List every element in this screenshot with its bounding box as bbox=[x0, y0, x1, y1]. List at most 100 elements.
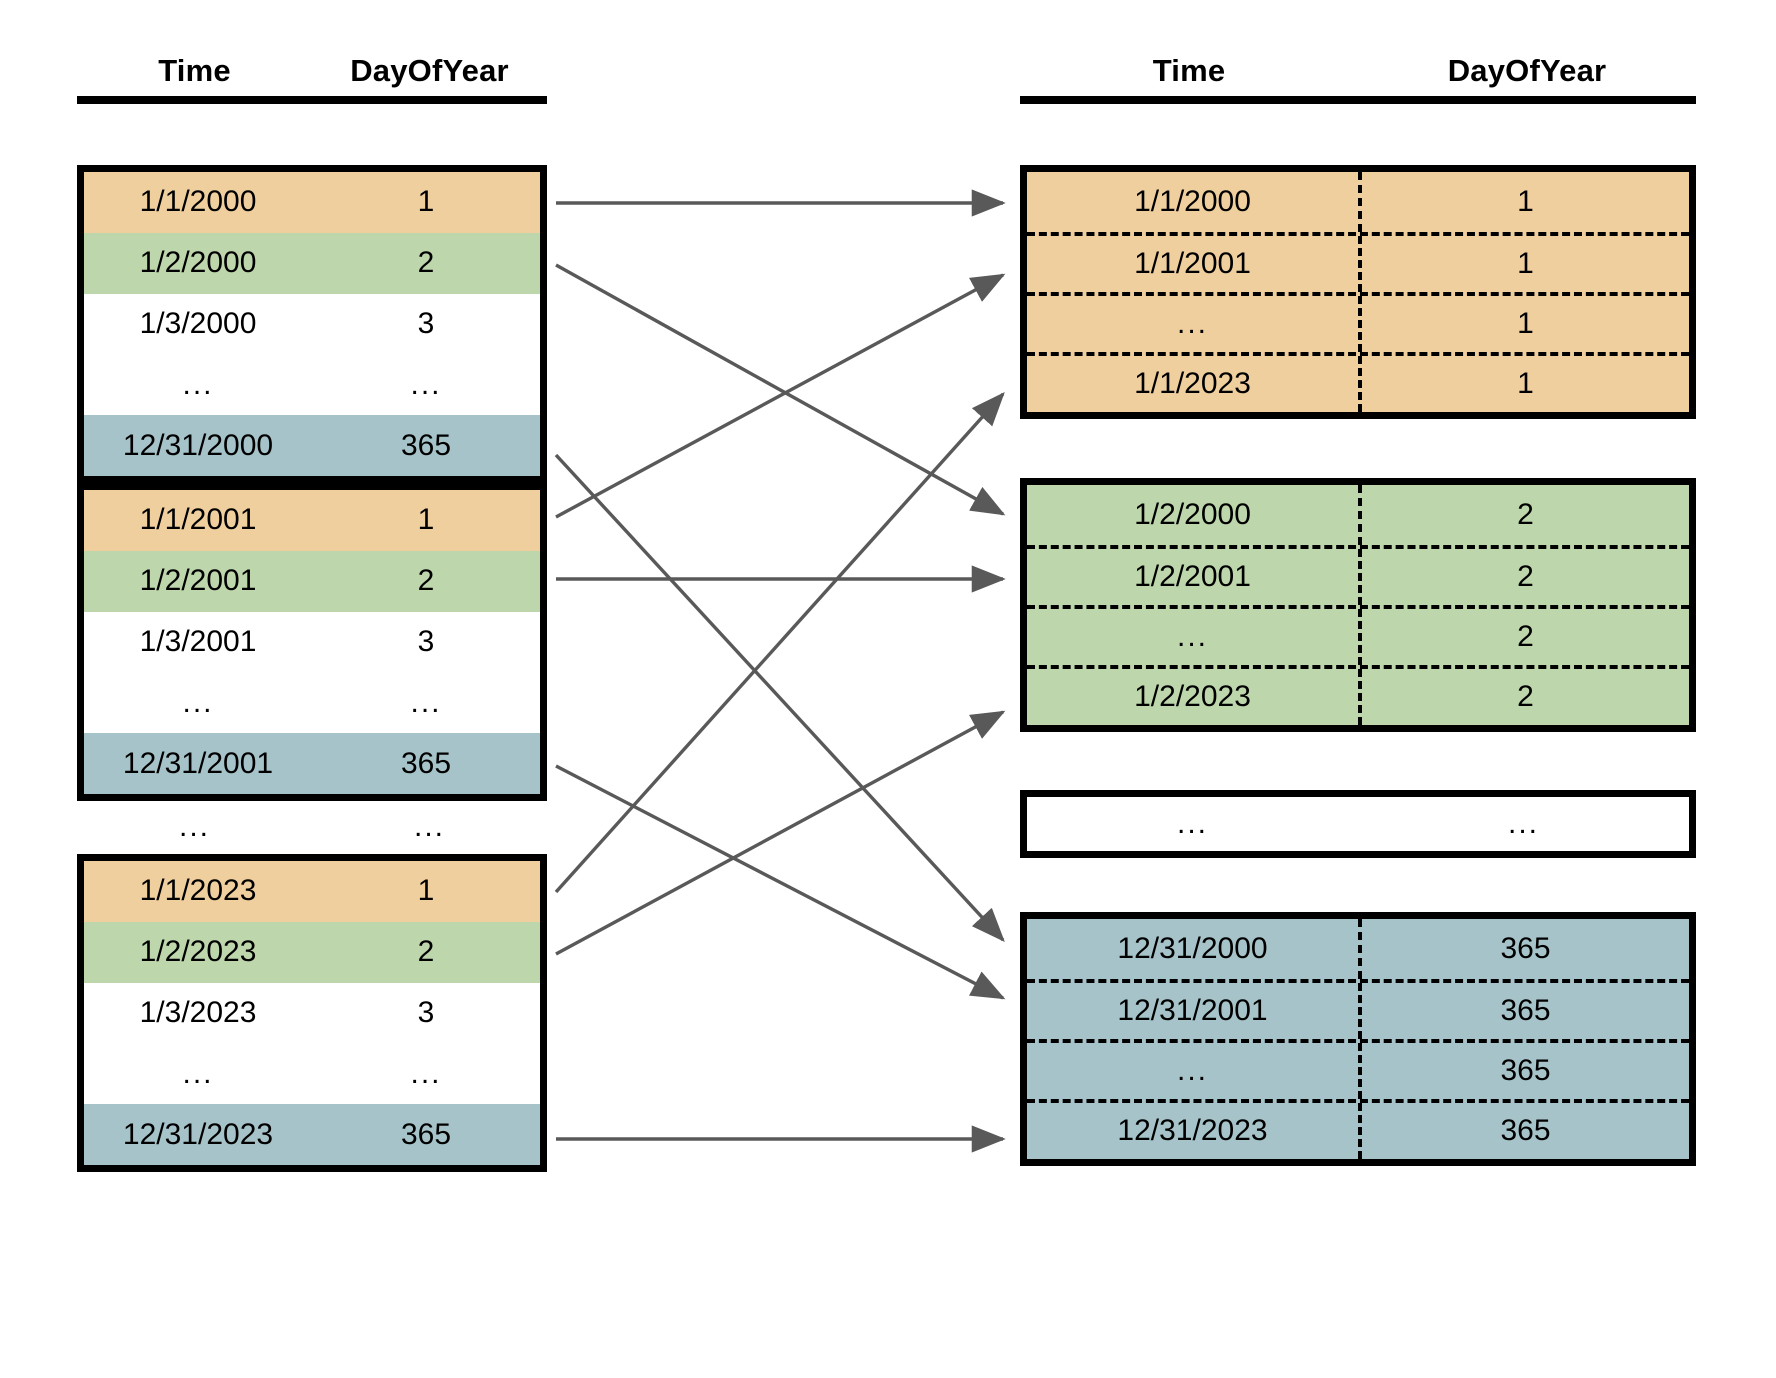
cell-dayofyear: 1 bbox=[1358, 236, 1689, 292]
table-row: 1/3/2000 3 bbox=[84, 293, 540, 355]
right-column-header: Time DayOfYear bbox=[1020, 48, 1696, 108]
table-row: 12/31/2001 365 bbox=[84, 733, 540, 794]
table-row: 1/1/2000 1 bbox=[84, 172, 540, 233]
cell-dayofyear: ... bbox=[410, 367, 442, 401]
cell-dayofyear: ... bbox=[410, 685, 442, 719]
arrow-2001-day1 bbox=[555, 273, 1006, 519]
cell-dayofyear: 2 bbox=[1358, 609, 1689, 665]
arrow-2000-day365 bbox=[554, 453, 1005, 943]
cell-dayofyear: 1 bbox=[1358, 172, 1689, 232]
cell-time: ... bbox=[182, 685, 214, 719]
right-header-underline bbox=[1020, 96, 1696, 104]
table-row: 1/1/2023 1 bbox=[1027, 352, 1689, 412]
cell-dayofyear: 2 bbox=[1358, 549, 1689, 605]
cell-dayofyear: 365 bbox=[1358, 919, 1689, 979]
cell-time: 1/2/2001 bbox=[139, 564, 257, 598]
table-row: 12/31/2001 365 bbox=[1027, 979, 1689, 1039]
table-row: 1/1/2001 1 bbox=[84, 490, 540, 551]
source-tables-ellipsis-row: ... ... bbox=[77, 812, 547, 852]
cell-time: 1/2/2000 bbox=[139, 246, 257, 280]
left-header-underline bbox=[77, 96, 547, 104]
table-row: 12/31/2023 365 bbox=[1027, 1099, 1689, 1159]
cell-time: 12/31/2000 bbox=[1117, 932, 1268, 965]
cell-dayofyear: ... bbox=[1507, 807, 1539, 840]
cell-dayofyear: 2 bbox=[417, 246, 435, 280]
cell-dayofyear: 365 bbox=[1358, 1043, 1689, 1099]
table-row: 1/1/2001 1 bbox=[1027, 232, 1689, 292]
result-table-dayofyear-2[interactable]: 1/2/2000 2 1/2/2001 2... 2 1/2/2023 2 bbox=[1020, 478, 1696, 732]
table-row: ... 365 bbox=[1027, 1039, 1689, 1099]
cell-time: ... bbox=[1176, 620, 1208, 653]
left-header-labels: Time DayOfYear bbox=[77, 48, 547, 96]
cell-dayofyear: 1 bbox=[417, 185, 435, 219]
table-row: ... 2 bbox=[1027, 605, 1689, 665]
cell-time: 1/3/2023 bbox=[139, 995, 257, 1029]
cell-time: 12/31/2001 bbox=[1117, 994, 1268, 1027]
cell-dayofyear: 3 bbox=[417, 995, 435, 1029]
table-row: ... 1 bbox=[1027, 292, 1689, 352]
table-row: 1/2/2001 2 bbox=[84, 550, 540, 612]
table-row: ...... bbox=[1027, 797, 1689, 851]
cell-dayofyear: 365 bbox=[1358, 983, 1689, 1039]
cell-time: ... bbox=[1176, 307, 1208, 340]
cell-dayofyear: 365 bbox=[400, 746, 452, 780]
cell-dayofyear: 2 bbox=[1358, 485, 1689, 545]
cell-time: 1/2/2000 bbox=[1134, 498, 1251, 531]
cell-time: ... bbox=[1176, 1054, 1208, 1087]
arrow-2023-day2 bbox=[555, 710, 1006, 956]
cell-dayofyear: 1 bbox=[1358, 356, 1689, 412]
cell-time: 1/3/2001 bbox=[139, 624, 257, 658]
cell-time: ... bbox=[182, 367, 214, 401]
cell-time: 1/1/2023 bbox=[1134, 367, 1251, 400]
result-table-ellipsis[interactable]: ...... bbox=[1020, 790, 1696, 858]
cell-dayofyear: 365 bbox=[400, 428, 452, 462]
arrow-2000-day2 bbox=[555, 263, 1006, 516]
arrow-2001-day365 bbox=[555, 764, 1006, 1000]
source-table-year-2000[interactable]: 1/1/2000 1 1/2/2000 2 1/3/2000 3...... 12/31/2… bbox=[77, 165, 547, 483]
cell-time: 1/1/2000 bbox=[139, 185, 257, 219]
cell-dayofyear: 2 bbox=[417, 935, 435, 969]
right-header-time: Time bbox=[1152, 53, 1226, 88]
cell-time: 12/31/2001 bbox=[122, 746, 274, 780]
cell-dayofyear: 2 bbox=[1358, 669, 1689, 725]
cell-time: 1/1/2001 bbox=[139, 503, 257, 537]
table-row: 12/31/2000 365 bbox=[1027, 919, 1689, 979]
cell-dayofyear: 365 bbox=[1358, 1103, 1689, 1159]
table-row: 1/3/2023 3 bbox=[84, 982, 540, 1044]
cell-time: 1/1/2001 bbox=[1134, 247, 1251, 280]
cell-time: 1/2/2023 bbox=[139, 935, 257, 969]
cell-time: ... bbox=[182, 1056, 214, 1090]
cell-time: 1/2/2001 bbox=[1134, 560, 1251, 593]
cell-dayofyear: 1 bbox=[417, 874, 435, 908]
cell-dayofyear: 1 bbox=[417, 503, 435, 537]
cell-dayofyear: 1 bbox=[1358, 296, 1689, 352]
left-header-dayofyear: DayOfYear bbox=[350, 53, 509, 88]
table-row: ...... bbox=[84, 354, 540, 416]
table-row: 1/2/2000 2 bbox=[1027, 485, 1689, 545]
cell-time: 1/3/2000 bbox=[139, 306, 257, 340]
cell-dayofyear: ... bbox=[410, 1056, 442, 1090]
cell-time: 12/31/2000 bbox=[122, 428, 274, 462]
cell-time: 12/31/2023 bbox=[122, 1117, 274, 1151]
cell-dayofyear: 2 bbox=[417, 564, 435, 598]
left-header-time: Time bbox=[158, 53, 231, 88]
cell-time: 12/31/2023 bbox=[1117, 1114, 1268, 1147]
table-row: 1/2/2000 2 bbox=[84, 232, 540, 294]
table-row: 1/2/2023 2 bbox=[1027, 665, 1689, 725]
table-row: ...... bbox=[84, 1043, 540, 1105]
cell-time: 1/2/2023 bbox=[1134, 680, 1251, 713]
cell-dayofyear: 3 bbox=[417, 306, 435, 340]
table-row: 1/2/2023 2 bbox=[84, 921, 540, 983]
cell-time: ... bbox=[1176, 807, 1208, 840]
right-header-dayofyear: DayOfYear bbox=[1447, 53, 1607, 88]
gap-time-ellipsis: ... bbox=[178, 810, 210, 843]
arrow-2023-day1 bbox=[554, 391, 1005, 894]
